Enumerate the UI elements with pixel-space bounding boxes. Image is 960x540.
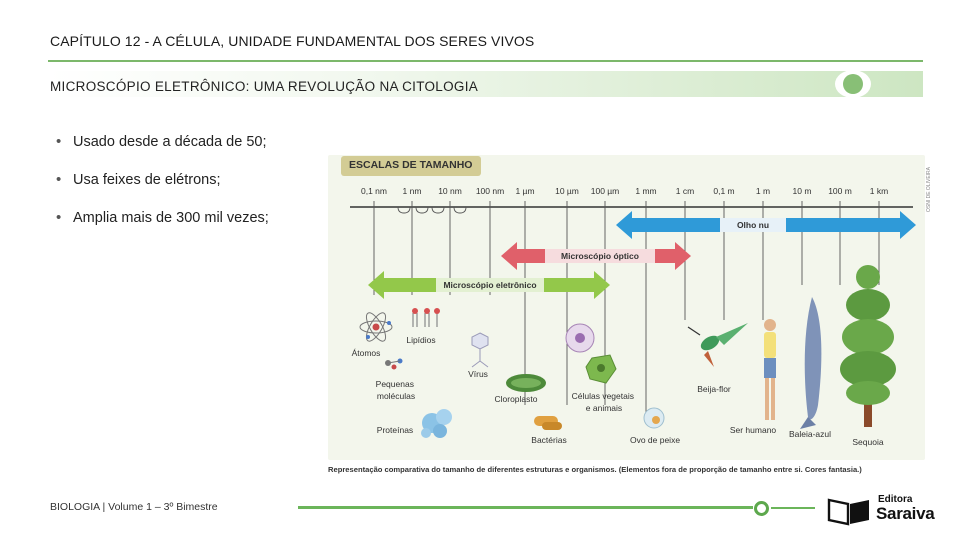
atoms-label: Átomos — [352, 348, 381, 358]
atom-icon — [359, 312, 393, 342]
virus-label: Vírus — [468, 369, 488, 379]
book-icon — [827, 498, 869, 526]
footer-ring — [754, 501, 769, 516]
scale-figure: 0,1 nm 1 nm 10 nm 100 nm 1 µm 10 µm 100 … — [350, 186, 916, 447]
bullet-item: Usa feixes de elétrons; — [56, 171, 269, 210]
optical-microscope-label: Microscópio óptico — [561, 251, 639, 261]
scale-label: 1 km — [870, 186, 888, 196]
small-molecules-label: Pequenas moléculas — [376, 379, 417, 401]
scale-label: 100 m — [828, 186, 852, 196]
lipids-icon — [412, 308, 440, 327]
human-label: Ser humano — [730, 425, 777, 435]
figure-credit: OSNI DE OLIVEIRA — [926, 167, 932, 213]
virus-icon — [471, 332, 489, 368]
fish-egg-label: Ovo de peixe — [630, 435, 680, 445]
bacteria-icon — [534, 416, 562, 430]
cells-label-line2: e animais — [586, 403, 622, 413]
scale-label: 0,1 m — [713, 186, 734, 196]
footer-line — [298, 506, 753, 509]
scale-label: 1 µm — [515, 186, 534, 196]
sequoia-icon — [840, 265, 896, 427]
subtitle-dot — [835, 70, 871, 98]
subtitle: MICROSCÓPIO ELETRÔNICO: UMA REVOLUÇÃO NA… — [50, 79, 479, 94]
cells-label-line1: Células vegetais — [572, 391, 634, 401]
blue-whale-label: Baleia-azul — [789, 429, 831, 439]
scale-label: 10 µm — [555, 186, 579, 196]
subtitle-bar — [48, 71, 923, 97]
footer-line-right — [771, 507, 815, 509]
lipids-label: Lipídios — [406, 335, 435, 345]
bullet-list: Usado desde a década de 50; Usa feixes d… — [56, 133, 269, 248]
proteins-icon — [421, 409, 452, 438]
scale-label: 10 m — [793, 186, 812, 196]
scale-label: 100 nm — [476, 186, 504, 196]
cells-icon — [565, 323, 617, 384]
small-molecules-label-line1: Pequenas — [376, 379, 414, 389]
footer-text: BIOLOGIA | Volume 1 – 3º Bimestre — [50, 501, 218, 513]
chloroplast-label: Cloroplasto — [495, 394, 538, 404]
logo-top: Editora — [878, 494, 913, 505]
scale-label: 1 cm — [676, 186, 694, 196]
hummingbird-label: Beija-flor — [697, 384, 731, 394]
green-divider — [48, 60, 923, 62]
cells-label: Células vegetais e animais — [572, 391, 637, 413]
scale-label: 1 mm — [635, 186, 656, 196]
chloroplast-icon — [506, 374, 546, 392]
scale-label: 100 µm — [591, 186, 620, 196]
human-icon — [764, 319, 776, 420]
blue-whale-icon — [800, 297, 822, 429]
small-molecules-icon — [385, 358, 403, 370]
electron-microscope-label: Microscópio eletrônico — [443, 280, 536, 290]
figure-caption: Representação comparativa do tamanho de … — [328, 465, 862, 474]
bullet-item: Amplia mais de 300 mil vezes; — [56, 209, 269, 248]
scale-label: 10 nm — [438, 186, 462, 196]
small-molecules-label-line2: moléculas — [377, 391, 415, 401]
chapter-title: CAPÍTULO 12 - A CÉLULA, UNIDADE FUNDAMEN… — [50, 33, 535, 49]
figure-tag: ESCALAS DE TAMANHO — [341, 156, 481, 176]
proteins-label: Proteínas — [377, 425, 413, 435]
scale-label: 0,1 nm — [361, 186, 387, 196]
fish-egg-icon — [643, 407, 665, 429]
logo-main: Saraiva — [876, 504, 935, 523]
figure-panel — [328, 155, 925, 460]
sequoia-label: Sequoia — [852, 437, 883, 447]
publisher-logo: Editora Saraiva — [826, 494, 946, 526]
bacteria-label: Bactérias — [531, 435, 566, 445]
naked-eye-label: Olho nu — [737, 220, 769, 230]
scale-label: 1 nm — [403, 186, 422, 196]
bullet-item: Usado desde a década de 50; — [56, 133, 269, 172]
figure-tag-text: ESCALAS DE TAMANHO — [349, 159, 473, 171]
hummingbird-icon — [687, 323, 748, 367]
scale-label: 1 m — [756, 186, 770, 196]
